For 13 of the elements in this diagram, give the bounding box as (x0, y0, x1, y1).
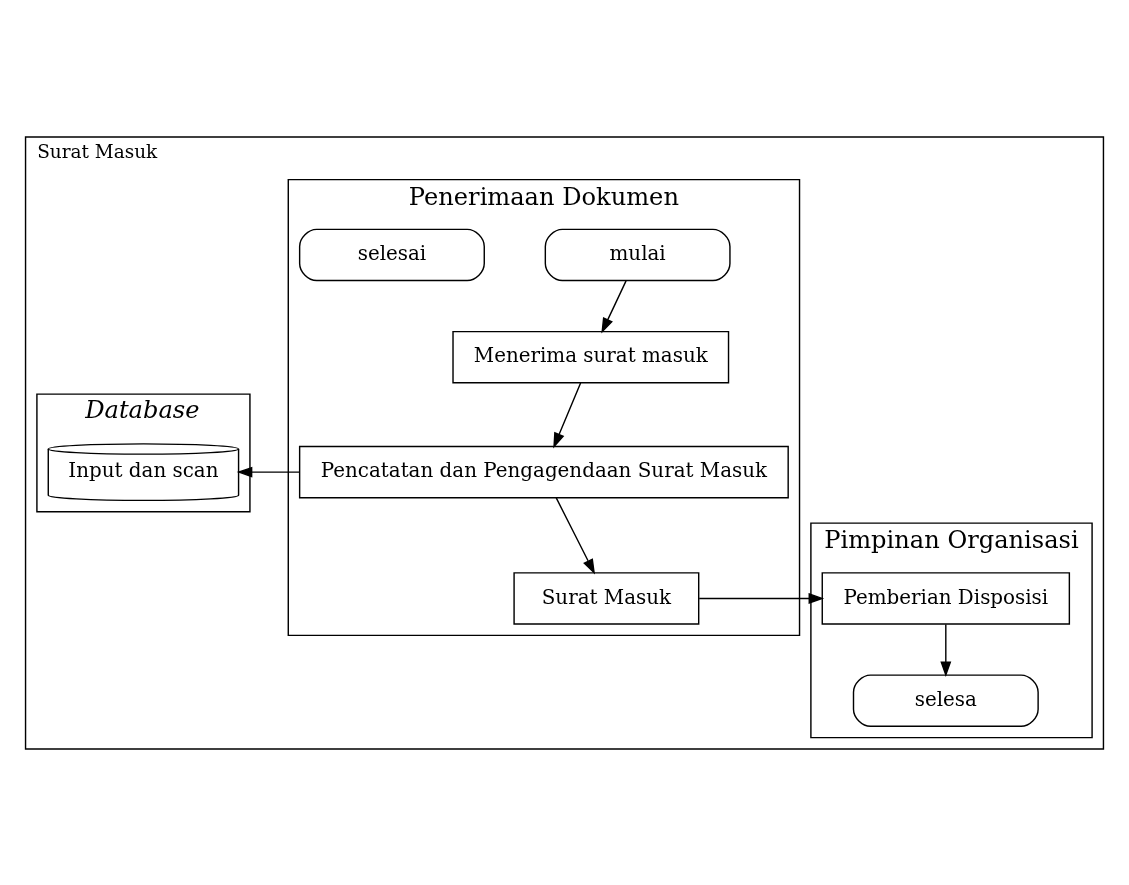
node-box: Pemberian Disposisi (821, 571, 1071, 625)
arrow (236, 466, 301, 478)
node-box: Surat Masuk (513, 571, 700, 625)
node-box: selesa (852, 673, 1039, 727)
arrow (940, 623, 952, 677)
arrow (553, 381, 582, 448)
arrow (555, 496, 596, 575)
node-box: selesai (298, 228, 485, 281)
arrow (601, 279, 627, 333)
node-box: Pencatatan dan Pengagendaan Surat Masuk (298, 445, 789, 498)
arrow (698, 592, 825, 604)
node-box: mulai (544, 228, 731, 281)
node-box: Menerima surat masuk (452, 330, 730, 383)
